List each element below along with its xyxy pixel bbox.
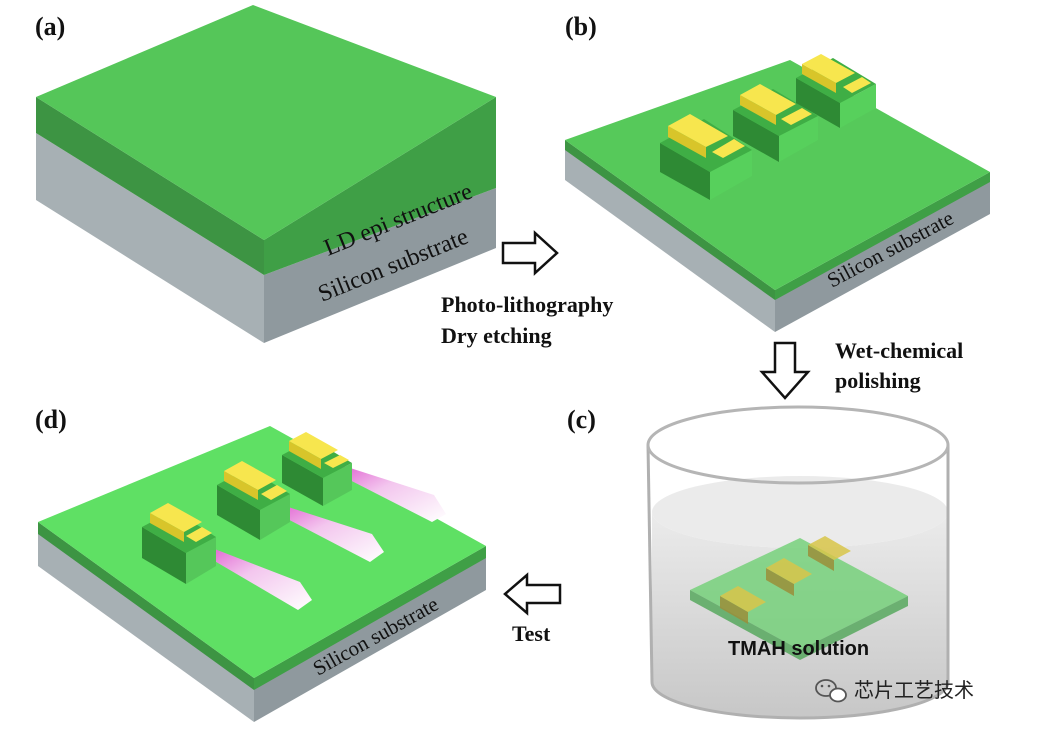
panel-b-base-side [775,172,990,300]
panel-c-liquid-surface [652,476,948,548]
arrow-a-to-b [501,230,559,276]
wechat-icon [815,679,847,703]
panel-c-sample-top [690,538,908,650]
panel-b-substrate-side [775,180,990,332]
panel-c-beaker-wall-left [646,444,654,683]
panel-b-ridge-1 [660,114,752,200]
panel-b: (b) Silicon substrate [565,12,990,332]
panel-c-label: (c) [567,405,596,434]
panel-d-base-front [38,522,254,690]
panel-a: (a) LD epi structure Silicon substrate [35,5,496,343]
panel-d-ridge-1 [142,503,216,584]
panel-d-label: (d) [35,405,67,434]
step-a-to-b-line2: Dry etching [441,323,552,348]
panel-d-ridge-2 [217,461,290,540]
panel-a-substrate-side [264,188,496,343]
panel-b-ridge-3 [796,54,876,128]
panel-d: (d) Silicon substrate [35,405,486,722]
panel-c-beaker-rim-front [646,444,950,485]
arrow-b-to-c [759,341,811,400]
panel-a-epi-side [264,97,496,275]
panel-d-substrate-front [38,530,254,722]
arrow-c-to-d [503,572,562,616]
panel-a-epi-front [36,97,264,275]
panel-b-base-top [565,60,990,290]
panel-c-ridge-2 [766,558,812,596]
step-c-to-d-label: Test [512,621,551,646]
panel-c-solution-label: TMAH solution [728,638,869,660]
step-a-to-b-line1: Photo-lithography [441,292,613,317]
panel-a-epi-top [36,5,496,240]
panel-c-beaker-rim-back [646,405,950,446]
step-b-to-c-line2: polishing [835,368,921,393]
panel-d-beam-3 [338,466,446,522]
panel-d-ridge-3 [282,432,352,506]
panel-d-base-side [254,546,486,690]
panel-d-base-top [38,426,486,678]
panel-d-substrate-side [254,554,486,722]
panel-c-sample-side [800,596,908,660]
panel-c-ridge-1 [720,586,766,624]
panel-c-ridge-3 [808,536,851,571]
watermark: 芯片工艺技术 [815,678,974,703]
panel-a-label: (a) [35,12,65,41]
panel-d-beam-2 [276,505,384,562]
watermark-text: 芯片工艺技术 [854,678,974,702]
panel-c-beaker-bottom [650,681,950,720]
panel-b-ridge-2 [733,84,818,162]
step-b-to-c-line1: Wet-chemical [835,338,963,363]
panel-a-substrate-front [36,133,264,343]
panel-c-sample-front [690,590,800,660]
panel-b-label: (b) [565,12,597,41]
panel-d-beam-1 [206,548,312,610]
panel-b-substrate-front [565,145,775,332]
panel-c: (c) TMAH solution [567,405,950,720]
panel-b-base-front [565,140,775,300]
